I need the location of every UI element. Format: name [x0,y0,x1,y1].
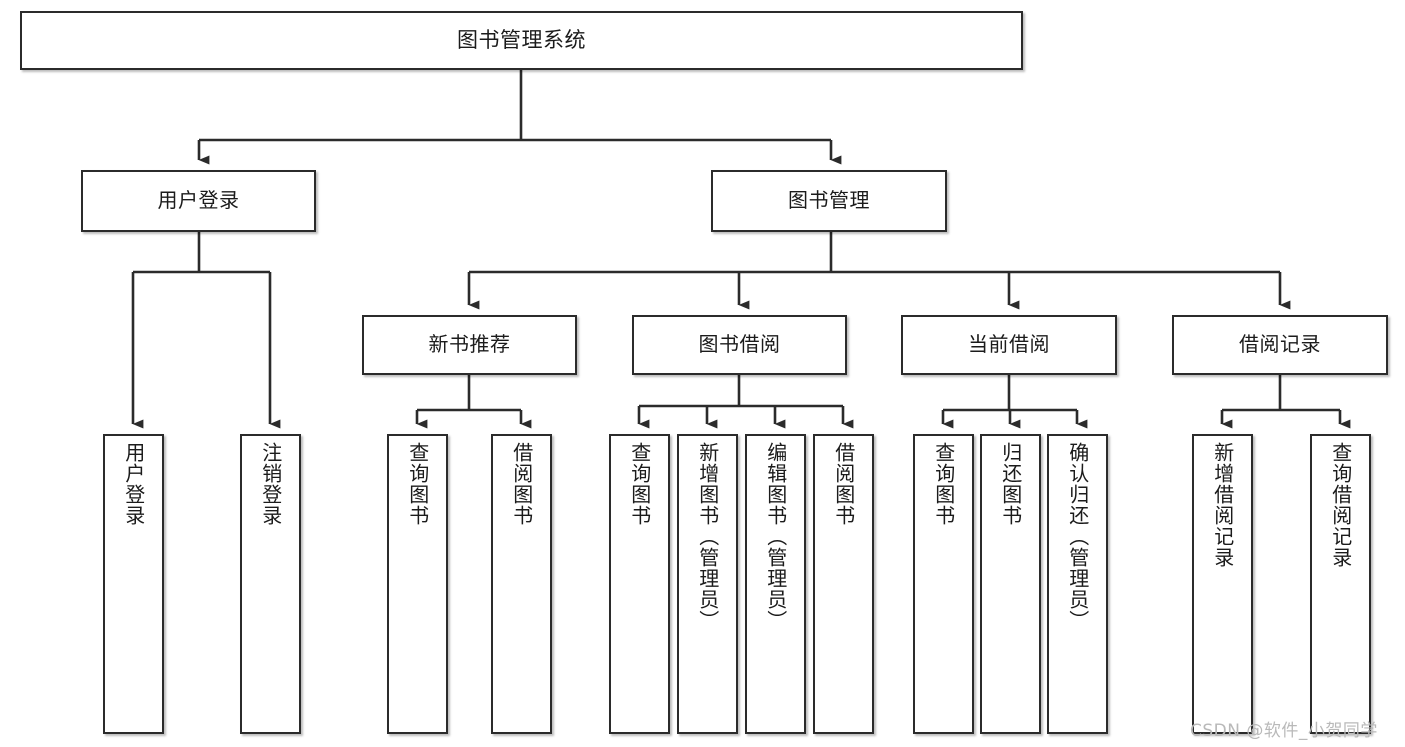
node-book-manage-label: 图书管理 [788,188,870,213]
node-borrow-record[interactable]: 借阅记录 [1172,315,1388,375]
node-leaf-confirm-return-label: 确认归还（管理员） [1065,442,1090,631]
node-leaf-user-logout[interactable]: 注销登录 [240,434,301,734]
node-leaf-add-book[interactable]: 新增图书（管理员） [677,434,738,734]
node-book-manage[interactable]: 图书管理 [711,170,947,232]
node-leaf-add-record-label: 新增借阅记录 [1210,442,1235,568]
node-leaf-return-book[interactable]: 归还图书 [980,434,1041,734]
node-leaf-query-record-label: 查询借阅记录 [1328,442,1353,568]
node-current-borrow-label: 当前借阅 [968,332,1050,357]
node-new-book-recommend[interactable]: 新书推荐 [362,315,577,375]
node-book-borrow-label: 图书借阅 [698,332,781,357]
node-leaf-query-book-2-label: 查询图书 [627,442,652,526]
node-leaf-query-book-1[interactable]: 查询图书 [387,434,448,734]
node-leaf-return-book-label: 归还图书 [998,442,1023,526]
node-leaf-borrow-book-1-label: 借阅图书 [509,442,534,526]
node-user-login-label: 用户登录 [157,188,240,213]
node-leaf-user-login[interactable]: 用户登录 [103,434,164,734]
node-book-borrow[interactable]: 图书借阅 [632,315,847,375]
node-leaf-add-book-label: 新增图书（管理员） [695,442,720,631]
node-leaf-borrow-book-2-label: 借阅图书 [831,442,856,526]
watermark-text: CSDN @软件_小贺同学 [1190,721,1378,741]
node-leaf-borrow-book-1[interactable]: 借阅图书 [491,434,552,734]
node-leaf-query-book-3-label: 查询图书 [931,442,956,526]
node-root[interactable]: 图书管理系统 [20,11,1023,70]
node-leaf-user-login-label: 用户登录 [121,442,146,526]
node-new-book-recommend-label: 新书推荐 [428,332,511,357]
node-leaf-user-logout-label: 注销登录 [258,442,283,526]
node-root-label: 图书管理系统 [457,28,586,53]
node-leaf-add-record[interactable]: 新增借阅记录 [1192,434,1253,734]
node-leaf-edit-book-label: 编辑图书（管理员） [763,442,788,631]
node-leaf-edit-book[interactable]: 编辑图书（管理员） [745,434,806,734]
node-borrow-record-label: 借阅记录 [1239,332,1321,357]
node-current-borrow[interactable]: 当前借阅 [901,315,1117,375]
node-leaf-query-book-2[interactable]: 查询图书 [609,434,670,734]
node-user-login[interactable]: 用户登录 [81,170,316,232]
node-leaf-query-book-1-label: 查询图书 [405,442,430,526]
node-leaf-query-book-3[interactable]: 查询图书 [913,434,974,734]
node-leaf-query-record[interactable]: 查询借阅记录 [1310,434,1371,734]
node-leaf-confirm-return[interactable]: 确认归还（管理员） [1047,434,1108,734]
node-leaf-borrow-book-2[interactable]: 借阅图书 [813,434,874,734]
